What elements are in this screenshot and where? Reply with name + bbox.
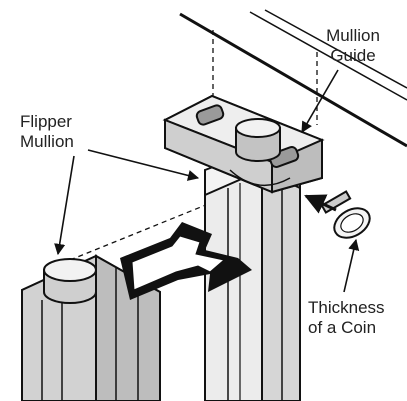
label-coin-line1: Thickness (308, 298, 385, 318)
label-flipper-mullion: Flipper Mullion (20, 112, 74, 152)
flipper-knob (44, 259, 96, 303)
label-mullion-guide-line2: Guide (322, 46, 384, 66)
label-coin-line2: of a Coin (308, 318, 385, 338)
label-mullion-guide-line1: Mullion (322, 26, 384, 46)
label-flipper-mullion-line2: Mullion (20, 132, 74, 152)
coin (322, 192, 375, 244)
label-coin-thickness: Thickness of a Coin (308, 298, 385, 338)
label-flipper-mullion-line1: Flipper (20, 112, 74, 132)
label-mullion-guide: Mullion Guide (322, 26, 384, 66)
mullion-guide-part (165, 96, 322, 192)
